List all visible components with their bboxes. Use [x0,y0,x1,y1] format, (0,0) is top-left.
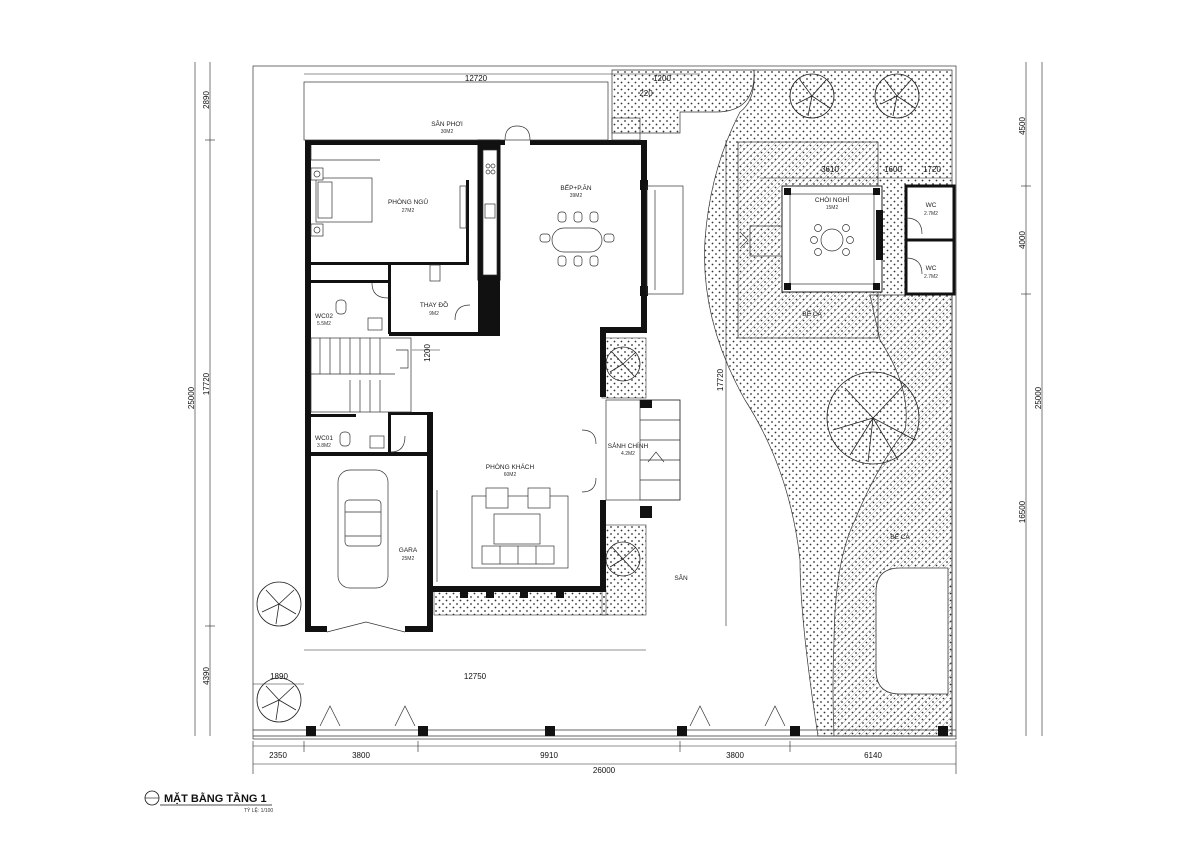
yard-door[interactable] [504,125,531,141]
dim-left-25000: 25000 [187,386,196,409]
planter [601,524,647,616]
plan-scale: TỶ LỆ: 1/100 [244,806,273,814]
sink-icon [367,317,383,331]
sanh-chinh-label: SẢNH CHÍNH [608,441,649,450]
dim-right-25000: 25000 [1034,386,1043,409]
phong-khach-area: 60M2 [504,472,517,478]
be-ca-1-label: BỂ CÁ [802,309,822,318]
staircase [310,337,412,413]
main-door[interactable] [581,429,597,493]
tree-icon [826,371,920,465]
pavilion-inner [789,193,875,285]
dim-b-9910: 9910 [540,751,558,760]
tree-icon [256,677,302,723]
dim-left-4390: 4390 [202,667,211,685]
dimension-lines [194,62,1043,774]
dim-stair-1200: 1200 [423,344,432,362]
dim-pav-3610: 3610 [821,165,839,174]
san-phoi-area: 30M2 [441,129,454,135]
dim-bottom-1890: 1890 [270,672,288,681]
wc01-label: WC01 [315,435,333,442]
pavilion-step [749,225,783,257]
dim-b-3800b: 3800 [726,751,744,760]
dim-pav-1600: 1600 [884,165,902,174]
sofa-set-icon [471,487,569,569]
dim-right-16500: 16500 [1018,500,1027,523]
wc01-area: 3.8M2 [317,443,331,449]
drawing-title: MẶT BẰNG TẦNG 1 TỶ LỆ: 1/100 [144,790,273,814]
bed-icon [310,167,373,237]
dim-right-4000: 4000 [1018,231,1027,249]
dim-b-6140: 6140 [864,751,882,760]
dim-left-2890: 2890 [202,91,211,109]
dim-right-4500: 4500 [1018,117,1027,135]
bep-area: 39M2 [570,193,583,199]
plan-title: MẶT BẰNG TẦNG 1 [164,792,267,805]
dim-total-26000: 26000 [593,766,616,775]
toilet-icon [339,431,351,447]
dining-table-icon [539,211,615,267]
dim-b-2350: 2350 [269,751,287,760]
san-label: SÂN [674,573,688,582]
dim-top-220: 220 [639,89,653,98]
garage-door[interactable] [326,621,406,633]
car-icon [337,469,389,589]
dim-top-12720: 12720 [465,74,488,83]
front-fence [253,705,956,737]
phong-ngu-label: PHÒNG NGỦ [388,197,428,206]
front-dotted-yard [611,69,755,134]
phong-ngu-area: 27M2 [402,208,415,214]
tree-icon [256,581,302,627]
pavilion-table-set [810,224,854,256]
sink-icon [369,435,385,449]
be-ca-2-label: BỂ CÁ [890,532,910,541]
thay-do-label: THAY ĐỒ [420,299,448,309]
wc-b-label: WC [926,265,937,272]
gara-area: 25M2 [402,556,415,562]
main-hall [605,399,681,501]
wc-a-area: 2.7M2 [924,211,938,217]
bedroom-desk [459,185,467,229]
wc-a-label: WC [926,202,937,209]
thay-do-area: 9M2 [429,311,439,317]
phong-khach-label: PHÒNG KHÁCH [486,462,535,471]
san-phoi-label: SÂN PHƠI [431,119,463,128]
choi-nghi-label: CHÒI NGHỈ [815,195,850,204]
wc02-label: WC02 [315,313,333,320]
wc02-area: 5.5M2 [317,321,331,327]
bay-window [646,185,684,295]
dim-mid-17720: 17720 [716,368,725,391]
dim-left-17720: 17720 [202,372,211,395]
kitchen-counter [482,149,498,276]
tree-icon [789,73,835,119]
dim-top-1200: 1200 [653,74,671,83]
dim-pav-1720: 1720 [923,165,941,174]
bep-label: BẾP+P.ĂN [560,182,591,192]
planter [601,337,647,399]
drying-yard [303,81,609,141]
gara-label: GARA [399,547,418,554]
dim-b-3800a: 3800 [352,751,370,760]
wc-b-area: 2.7M2 [924,274,938,280]
property-boundary [252,65,957,740]
sanh-chinh-area: 4.2M2 [621,451,635,457]
toilet-icon [335,299,347,315]
garden-lawn [875,567,949,695]
dim-bottom-12750: 12750 [464,672,487,681]
choi-nghi-area: 15M2 [826,205,839,211]
tree-icon [874,73,920,119]
